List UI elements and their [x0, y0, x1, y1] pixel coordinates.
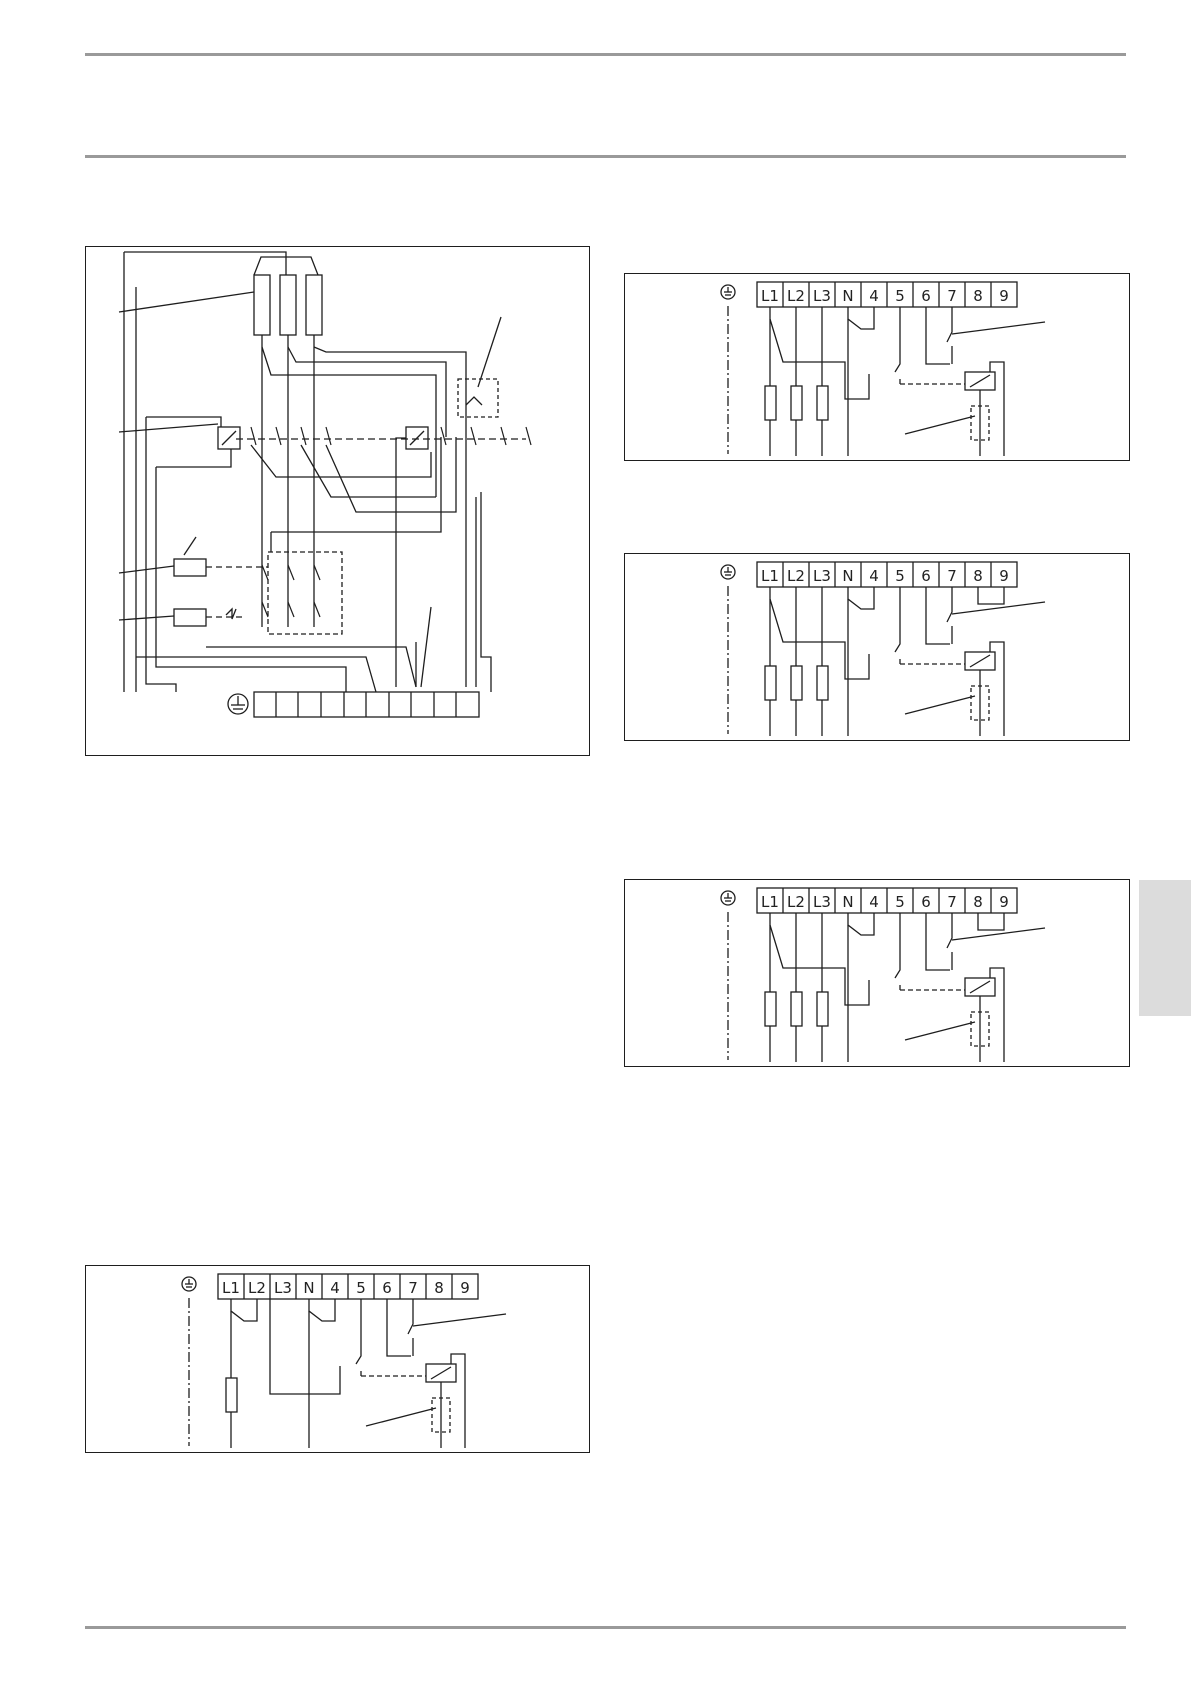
terminal-label: 4 [869, 893, 879, 911]
terminal-label: 8 [973, 893, 983, 911]
terminal-label: 9 [999, 567, 1009, 585]
terminal-label: 6 [921, 893, 931, 911]
terminal-label: 5 [356, 1279, 366, 1297]
earth-ground-icon [181, 1276, 197, 1292]
terminal-label: L3 [813, 567, 831, 585]
terminal-label: 8 [973, 567, 983, 585]
terminal-label: 5 [895, 567, 905, 585]
terminal-label: L1 [761, 287, 779, 305]
terminal-label: L3 [813, 287, 831, 305]
terminal-label: 4 [869, 567, 879, 585]
terminal-label: L2 [787, 567, 805, 585]
connection-diagram-3phase-a: L1 L2 L3 N 4 5 6 7 8 9 [624, 273, 1130, 461]
safety-thermostat [457, 378, 499, 418]
terminal-label: 4 [869, 287, 879, 305]
terminal-label: L2 [787, 893, 805, 911]
terminal-label: L1 [761, 567, 779, 585]
terminal-label: 8 [973, 287, 983, 305]
terminal-label: 7 [947, 287, 957, 305]
terminal-label: 7 [408, 1279, 418, 1297]
terminal-label: 9 [999, 893, 1009, 911]
temperature-limiter-symbol [173, 558, 207, 577]
footer-rule [85, 1626, 1126, 1629]
terminal-label: N [842, 287, 853, 305]
terminal-label: 4 [330, 1279, 340, 1297]
terminal-label: 7 [947, 567, 957, 585]
earth-ground-icon [720, 284, 736, 300]
terminal-label: 5 [895, 287, 905, 305]
terminal-label: 7 [947, 893, 957, 911]
terminal-label: 5 [895, 893, 905, 911]
terminal-label: L3 [813, 893, 831, 911]
header-top-rule [85, 53, 1126, 56]
terminal-label: L2 [248, 1279, 266, 1297]
earth-ground-icon [720, 564, 736, 580]
terminal-label: 6 [382, 1279, 392, 1297]
chapter-tab [1139, 880, 1191, 1016]
terminal-block [253, 691, 480, 718]
temperature-controller-symbol [173, 608, 207, 627]
heating-element-1 [253, 274, 271, 336]
terminal-label: L3 [274, 1279, 292, 1297]
terminal-label: 9 [460, 1279, 470, 1297]
contactor-coil-1 [217, 426, 241, 450]
internal-wiring-diagram [85, 246, 590, 756]
terminal-label: 6 [921, 567, 931, 585]
contact-block [267, 551, 343, 635]
terminal-label: 9 [999, 287, 1009, 305]
terminal-label: L1 [761, 893, 779, 911]
terminal-label: 8 [434, 1279, 444, 1297]
heating-element-2 [279, 274, 297, 336]
terminal-label: L2 [787, 287, 805, 305]
heating-element-3 [305, 274, 323, 336]
earth-ground-icon [720, 890, 736, 906]
terminal-label: L1 [222, 1279, 240, 1297]
terminal-label: N [303, 1279, 314, 1297]
connection-diagram-3phase-b: L1 L2 L3 N 4 5 6 7 8 9 [624, 553, 1130, 741]
terminal-label: N [842, 893, 853, 911]
connection-diagram-3phase-c: L1 L2 L3 N 4 5 6 7 8 9 [624, 879, 1130, 1067]
terminal-label: 6 [921, 287, 931, 305]
terminal-label: N [842, 567, 853, 585]
header-bottom-rule [85, 155, 1126, 158]
earth-ground-icon [227, 693, 249, 715]
connection-diagram-1phase: L1 L2 L3 N 4 5 6 7 8 9 [85, 1265, 590, 1453]
